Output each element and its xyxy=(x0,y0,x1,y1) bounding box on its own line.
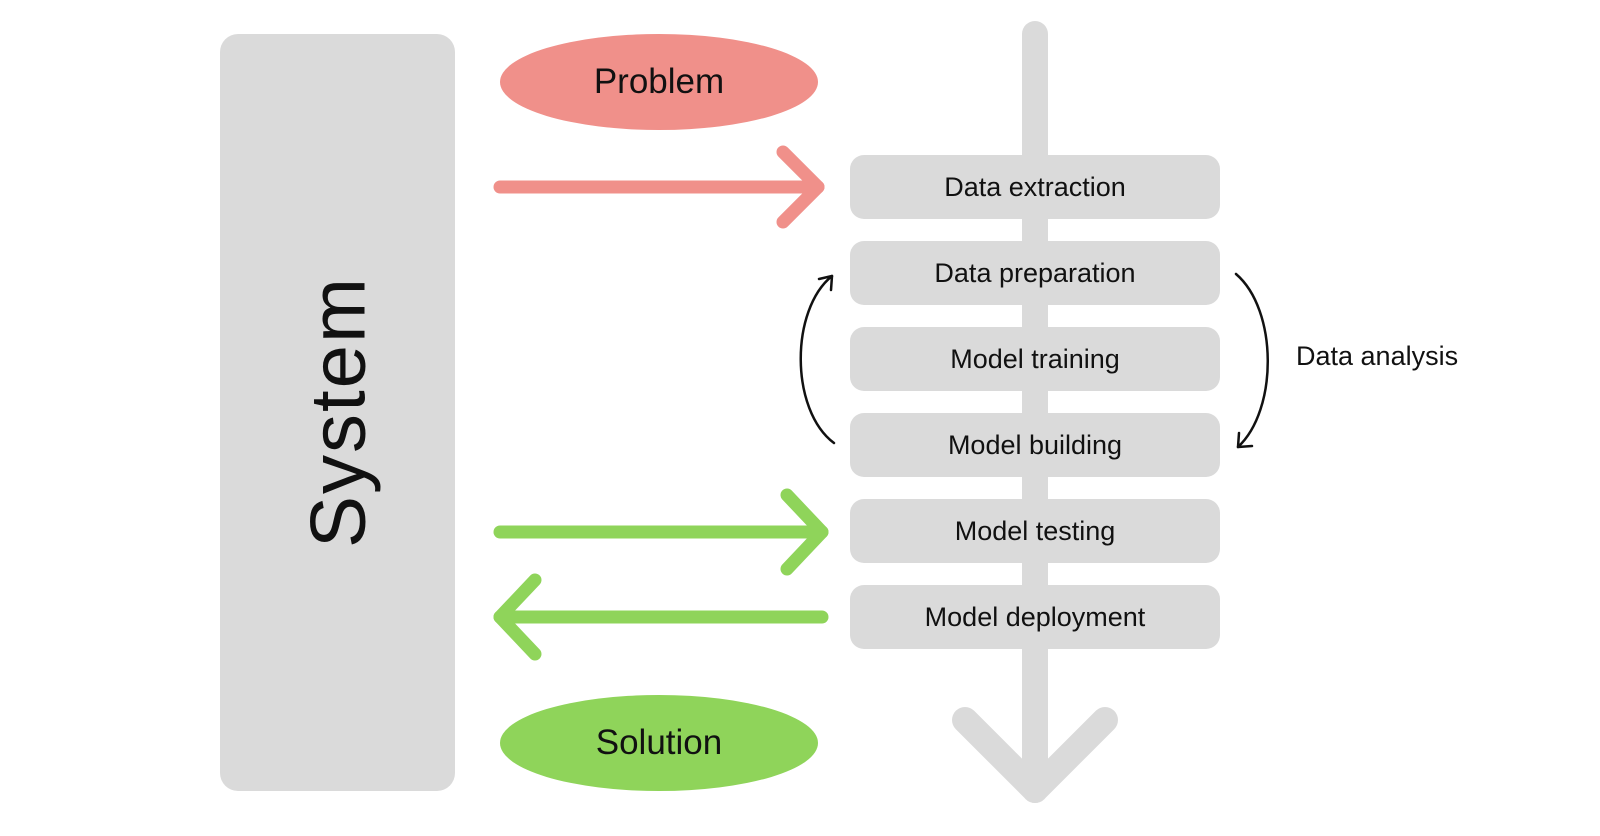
problem-ellipse: Problem xyxy=(500,34,818,130)
step-model-training: Model training xyxy=(850,327,1220,391)
step-label: Model deployment xyxy=(924,601,1146,632)
step-data-extraction: Data extraction xyxy=(850,155,1220,219)
system-container xyxy=(220,34,455,791)
process-flow-arrow xyxy=(952,21,1118,803)
step-model-deployment: Model deployment xyxy=(850,585,1220,649)
step-model-testing: Model testing xyxy=(850,499,1220,563)
analysis-loop-right-arrow xyxy=(1234,272,1269,449)
step-label: Data preparation xyxy=(934,257,1136,288)
testing-input-arrow xyxy=(493,488,829,576)
problem-input-arrow xyxy=(493,145,825,229)
analysis-loop-left-arrow xyxy=(799,274,836,445)
deployment-output-arrow xyxy=(493,573,829,661)
step-label: Model building xyxy=(947,429,1123,460)
solution-label: Solution xyxy=(595,723,723,762)
step-model-building: Model building xyxy=(850,413,1220,477)
problem-label: Problem xyxy=(593,62,725,101)
step-label: Model testing xyxy=(954,515,1116,546)
step-label: Model training xyxy=(950,343,1120,374)
data-analysis-label: Data analysis xyxy=(1296,341,1459,371)
solution-ellipse: Solution xyxy=(500,695,818,791)
system-label: System xyxy=(293,275,382,549)
step-data-preparation: Data preparation xyxy=(850,241,1220,305)
step-label: Data extraction xyxy=(944,171,1126,202)
